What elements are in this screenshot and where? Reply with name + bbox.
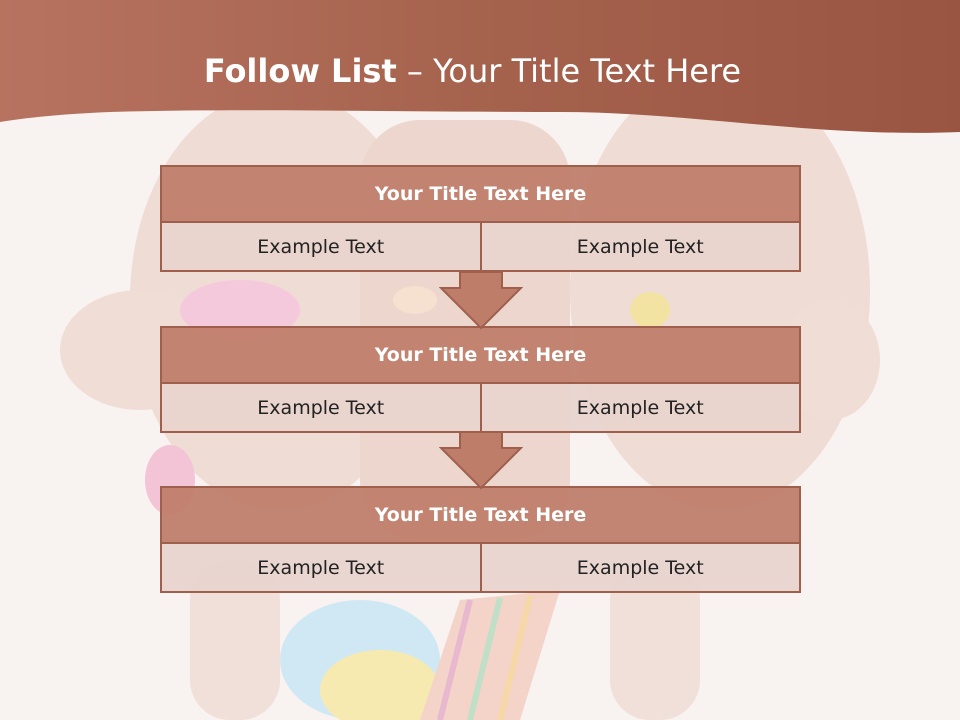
slide-title-bold: Follow List xyxy=(203,52,397,90)
down-arrow-icon xyxy=(439,272,523,330)
step-cell-2-right: Example Text xyxy=(481,384,801,433)
step-box-1: Your Title Text Here Example Text Exampl… xyxy=(160,165,801,272)
step-cell-1-left: Example Text xyxy=(160,223,482,272)
slide-title-rest: – Your Title Text Here xyxy=(406,52,742,90)
step-cell-1-right: Example Text xyxy=(481,223,801,272)
step-title-3: Your Title Text Here xyxy=(160,486,801,544)
step-cell-3-right: Example Text xyxy=(481,544,801,593)
step-title-1: Your Title Text Here xyxy=(160,165,801,223)
header-band xyxy=(0,0,960,133)
step-title-2: Your Title Text Here xyxy=(160,326,801,384)
step-box-2: Your Title Text Here Example Text Exampl… xyxy=(160,326,801,433)
slide-title: Follow List – Your Title Text Here xyxy=(0,52,945,90)
step-row-1: Example Text Example Text xyxy=(160,223,801,272)
down-arrow-icon xyxy=(439,432,523,490)
step-cell-3-left: Example Text xyxy=(160,544,482,593)
step-row-2: Example Text Example Text xyxy=(160,384,801,433)
step-box-3: Your Title Text Here Example Text Exampl… xyxy=(160,486,801,593)
step-row-3: Example Text Example Text xyxy=(160,544,801,593)
step-cell-2-left: Example Text xyxy=(160,384,482,433)
